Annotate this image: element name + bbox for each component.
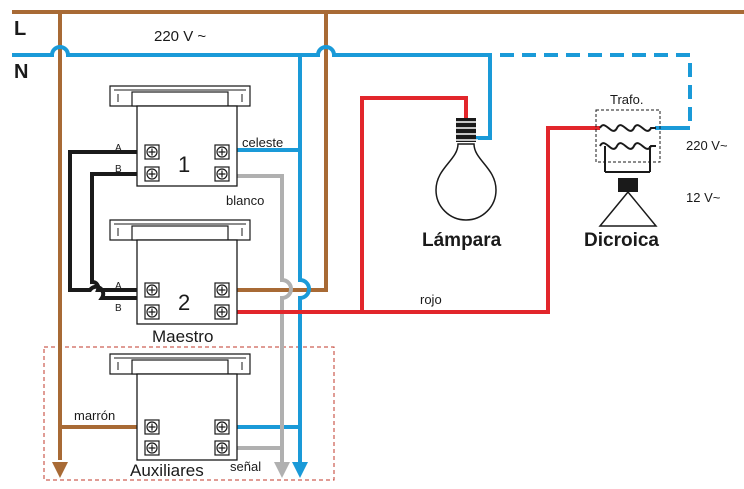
- phase-arrow: [52, 462, 68, 478]
- label-terminal-a-1: A: [115, 143, 122, 154]
- label-lampara: Lámpara: [422, 230, 502, 251]
- switch-2-maestro: [109, 219, 251, 325]
- neutral-drop: [236, 55, 311, 462]
- return-wire: [236, 96, 600, 314]
- signal-wire: [236, 174, 293, 462]
- neutral-arrow: [292, 462, 308, 478]
- label-auxiliares: Auxiliares: [130, 461, 204, 480]
- label-line-l: L: [14, 18, 26, 40]
- switch-1: [109, 85, 251, 187]
- label-dicroica: Dicroica: [584, 230, 659, 251]
- switch-auxiliar: [109, 353, 251, 461]
- neutral-wire-dashed: [500, 53, 692, 128]
- dichroic-lamp-icon: [598, 178, 658, 227]
- neutral-wire-n: [12, 45, 492, 140]
- label-terminal-b-2: B: [115, 303, 122, 314]
- phase-wire-l: [12, 10, 744, 460]
- label-marron: marrón: [74, 408, 115, 423]
- traveler-wires: [68, 150, 137, 300]
- label-supply-voltage: 220 V ~: [154, 28, 206, 45]
- label-line-n: N: [14, 61, 28, 83]
- label-terminal-a-2: A: [115, 281, 122, 292]
- label-trafo-output: 12 V~: [686, 190, 721, 205]
- signal-arrow: [274, 462, 290, 478]
- label-celeste: celeste: [242, 135, 283, 150]
- label-trafo: Trafo.: [610, 92, 643, 107]
- label-blanco: blanco: [226, 193, 264, 208]
- auxiliares-box: [43, 346, 335, 481]
- label-senal: señal: [230, 459, 261, 474]
- label-terminal-b-1: B: [115, 164, 122, 175]
- label-switch-1: 1: [178, 152, 190, 177]
- label-trafo-input: 220 V~: [686, 138, 728, 153]
- label-maestro: Maestro: [152, 327, 213, 346]
- label-switch-2: 2: [178, 290, 190, 315]
- transformer-icon: [595, 109, 661, 173]
- lamp-bulb-icon: [435, 118, 497, 221]
- label-rojo: rojo: [420, 292, 442, 307]
